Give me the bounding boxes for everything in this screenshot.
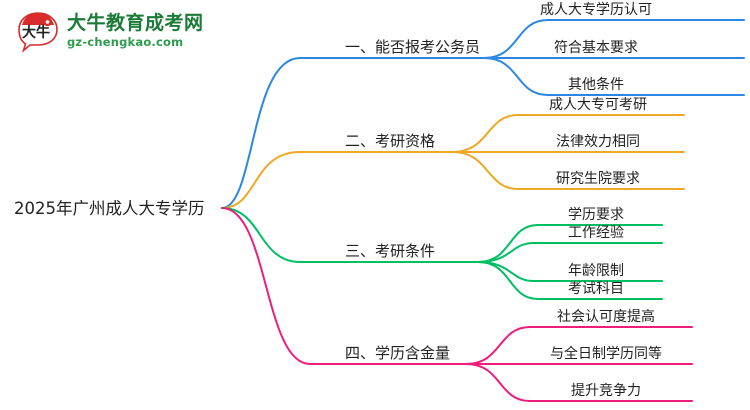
branch-4-child-3-label[interactable]: 提升竞争力 <box>571 382 641 399</box>
brand-logo: 大牛 大牛教育成考网 gz-chengkao.com <box>16 10 204 53</box>
brand-text-block: 大牛教育成考网 gz-chengkao.com <box>67 11 204 49</box>
branch-4-child-1-label[interactable]: 社会认可度提高 <box>557 308 655 325</box>
branch-1-link-1 <box>483 19 745 59</box>
branch-4-child-2-label[interactable]: 与全日制学历同等 <box>550 345 662 362</box>
branch-3-child-3-label[interactable]: 年龄限制 <box>568 263 624 279</box>
branch-3-group: 三、考研条件 学历要求 工作经验 年龄限制 考试科目 <box>221 207 663 300</box>
speech-bubble-logo-icon: 大牛 <box>16 10 60 53</box>
branch-2-link-1 <box>451 114 685 153</box>
branch-2-link-3 <box>451 151 685 190</box>
branch-1-child-1-label[interactable]: 成人大专学历认可 <box>540 2 652 18</box>
brand-url: gz-chengkao.com <box>67 34 184 49</box>
brand-name: 大牛教育成考网 <box>67 11 204 34</box>
branch-3-child-1-label[interactable]: 学历要求 <box>568 207 624 223</box>
branch-4-group: 四、学历含金量 社会认可度提高 与全日制学历同等 提升竞争力 <box>221 207 693 402</box>
brand-mark-text: 大牛 <box>22 24 50 41</box>
branch-3-label[interactable]: 三、考研条件 <box>345 242 435 260</box>
branch-3-child-4-label[interactable]: 考试科目 <box>568 281 624 297</box>
branch-4-link-1 <box>465 326 693 365</box>
branch-1-child-2-label[interactable]: 符合基本要求 <box>554 39 638 56</box>
branch-1-child-3-label[interactable]: 其他条件 <box>568 76 624 93</box>
branch-4-link-3 <box>465 363 693 402</box>
branch-3-link-4 <box>477 261 663 300</box>
branch-1-link-3 <box>483 57 745 96</box>
branch-1-trunk <box>221 57 485 209</box>
branch-2-child-1-label[interactable]: 成人大专可考研 <box>549 97 647 113</box>
branch-2-child-2-label[interactable]: 法律效力相同 <box>556 134 640 150</box>
branch-2-group: 二、考研资格 成人大专可考研 法律效力相同 研究生院要求 <box>221 97 685 209</box>
branch-3-child-2-label[interactable]: 工作经验 <box>568 225 624 241</box>
branch-1-label[interactable]: 一、能否报考公务员 <box>345 38 480 56</box>
branch-4-label[interactable]: 四、学历含金量 <box>345 344 450 362</box>
branch-2-child-3-label[interactable]: 研究生院要求 <box>556 171 640 187</box>
branch-2-trunk <box>221 151 453 209</box>
branch-3-link-2 <box>477 242 663 263</box>
root-node-label: 2025年广州成人大专学历 <box>14 199 205 218</box>
branch-2-label[interactable]: 二、考研资格 <box>345 132 435 150</box>
branch-4-trunk <box>221 207 467 365</box>
branch-3-trunk <box>221 207 479 263</box>
branch-1-group: 一、能否报考公务员 成人大专学历认可 符合基本要求 其他条件 <box>221 2 745 209</box>
